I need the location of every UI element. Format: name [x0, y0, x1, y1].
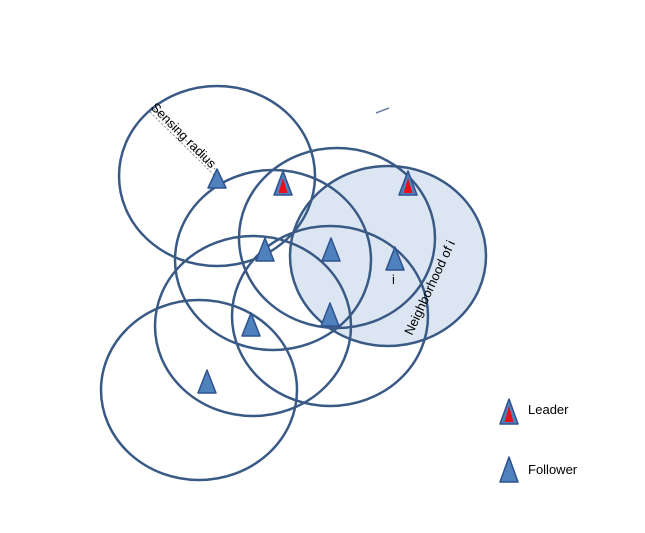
follower-icon	[207, 168, 227, 189]
sensing-circle-lower-mid	[230, 224, 430, 408]
sensing-radius-label: Sensing radius	[148, 100, 220, 172]
sensing-circles	[99, 84, 437, 482]
legend-follower-label: Follower	[528, 462, 578, 477]
sensing-radius-line	[149, 108, 219, 176]
sensing-circle-bottom-left	[99, 298, 299, 482]
legend: Leader Follower	[499, 398, 578, 483]
node-i-label: i	[392, 272, 395, 287]
legend-leader-icon	[499, 398, 519, 425]
follower-markers	[197, 168, 405, 394]
leader-markers	[273, 170, 418, 196]
follower-icon	[255, 237, 275, 262]
follower-icon	[241, 312, 261, 337]
sensing-circle-lower-mid-left	[153, 234, 353, 418]
legend-follower-icon	[499, 456, 519, 483]
follower-icon	[320, 302, 340, 327]
sensing-circle-top-left	[117, 84, 317, 268]
leader-icon	[273, 170, 293, 196]
follower-icon	[321, 237, 341, 262]
stray-mark	[375, 107, 390, 114]
follower-icon	[385, 246, 405, 271]
follower-icon	[197, 369, 217, 394]
legend-leader-label: Leader	[528, 402, 569, 417]
leader-icon	[398, 170, 418, 196]
neighborhood-circle	[288, 164, 488, 348]
